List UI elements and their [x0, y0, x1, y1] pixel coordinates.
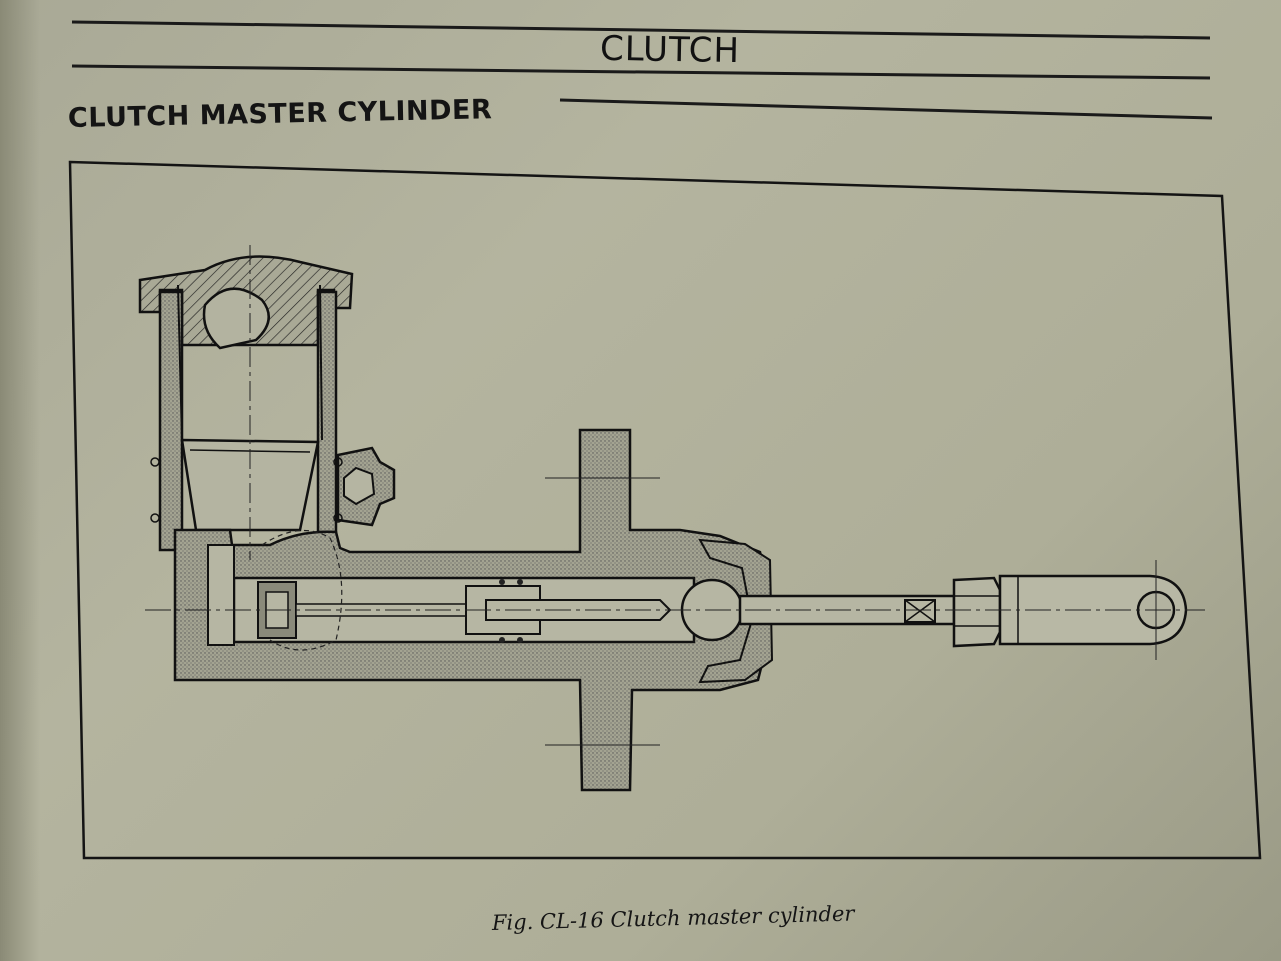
dust-boot [698, 538, 774, 684]
figure-frame [68, 160, 1262, 860]
page-gutter-shadow [0, 0, 40, 961]
lock-nut [952, 576, 1002, 648]
reservoir-outlet [207, 544, 235, 646]
cap-vent [202, 287, 270, 350]
